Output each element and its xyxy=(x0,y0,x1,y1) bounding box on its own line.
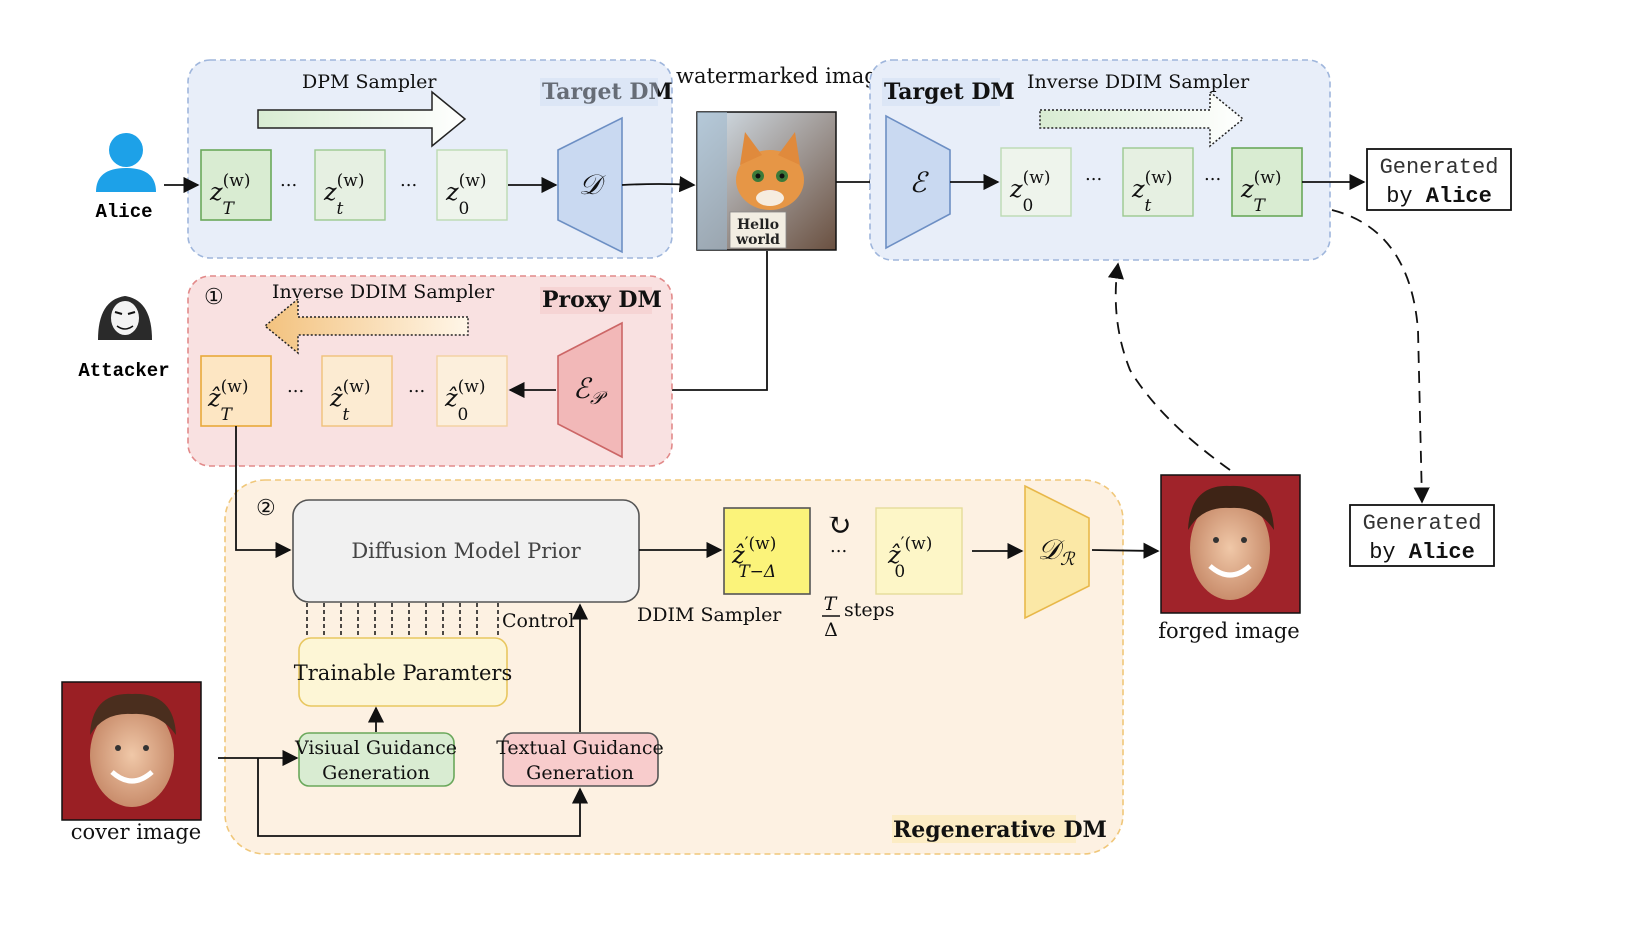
attacker-label: Attacker xyxy=(78,360,169,382)
regen-dm-title: Regenerative DM xyxy=(893,817,1107,843)
diffusion-prior-box xyxy=(292,499,640,603)
generated-box-1 xyxy=(1366,148,1512,211)
regen-dm-title-bg xyxy=(892,815,1076,843)
dpm-sampler-arrow xyxy=(257,90,467,148)
cover-caption: cover image xyxy=(71,820,201,844)
decoder-to-forged-arrow xyxy=(1091,542,1160,559)
generated-box-1-line1: Generated xyxy=(1380,155,1499,180)
target-dm-title-2-bg xyxy=(882,78,1000,106)
node-zprime-T-delta xyxy=(723,507,811,595)
target-dm-title-1-bg xyxy=(540,78,658,106)
proxy-zT-to-prior-line xyxy=(235,426,292,559)
cover-image xyxy=(61,681,202,821)
proxy-dots-b: ... xyxy=(408,376,425,397)
decoder-to-watermarked-arrow xyxy=(621,176,696,193)
trainable-params-label: Trainable Paramters xyxy=(294,661,512,685)
alice-label: Alice xyxy=(95,201,152,223)
dashed-forged-to-target xyxy=(1107,262,1231,471)
refresh-icon: ↻ xyxy=(826,508,851,543)
steps-word: steps xyxy=(844,599,895,621)
proxy-node-z0 xyxy=(436,355,508,427)
inverse-ddim-arrow-2 xyxy=(1039,90,1245,148)
decoder-d xyxy=(557,116,623,254)
diffusion-prior-label: Diffusion Model Prior xyxy=(351,539,581,563)
generated-box-2-line2: by Alice xyxy=(1369,540,1475,565)
node2-zT-w xyxy=(1231,147,1303,217)
textual-guidance-line1: Textual Guidance xyxy=(496,737,664,759)
proxy-dm-title: Proxy DM xyxy=(542,287,662,313)
proxy-encoder xyxy=(557,321,623,459)
node-z0-w xyxy=(436,149,508,221)
ddim-sampler-label: DDIM Sampler xyxy=(637,604,782,626)
node-zT-w xyxy=(200,149,272,221)
control-label: Control xyxy=(502,610,574,632)
dots-1b: ... xyxy=(400,170,417,191)
proxy-node-zt xyxy=(321,355,393,427)
visual-guidance-box xyxy=(298,732,455,787)
dashed-to-generated-2 xyxy=(1331,209,1430,504)
trainable-params-box xyxy=(298,637,508,707)
steps-num: T xyxy=(824,593,838,615)
proxy-dots-a: ... xyxy=(287,376,304,397)
textual-guidance-box xyxy=(502,732,659,787)
control-dashes xyxy=(306,603,499,638)
node-zt-w xyxy=(314,149,386,221)
forged-image xyxy=(1160,474,1301,614)
node-zprime-0 xyxy=(875,507,963,595)
proxy-node-zT xyxy=(200,355,272,427)
dots-2b: ... xyxy=(1204,164,1221,185)
proxy-inverse-ddim-arrow xyxy=(263,297,469,355)
proxy-dm-title-bg xyxy=(540,287,652,314)
dots-2a: ... xyxy=(1085,164,1102,185)
encoder-e-label: ℰ xyxy=(910,166,930,199)
node2-z0-w xyxy=(1000,147,1072,217)
dpm-sampler-label: DPM Sampler xyxy=(302,71,437,93)
node2-zt-w xyxy=(1122,147,1194,217)
watermarked-image: Hello world xyxy=(696,111,837,251)
inverse-ddim-label-2: Inverse DDIM Sampler xyxy=(1027,71,1250,93)
target-dm-title-1: Target DM xyxy=(542,79,673,105)
dots-1a: ... xyxy=(280,170,297,191)
regen-step-marker: ② xyxy=(256,496,276,521)
forged-caption: forged image xyxy=(1158,619,1299,643)
steps-den: Δ xyxy=(824,619,838,641)
alice-icon xyxy=(96,133,156,192)
generated-box-2-line1: Generated xyxy=(1363,511,1482,536)
textual-guidance-line2: Generation xyxy=(526,762,634,784)
visual-guidance-line1: Visiual Guidance xyxy=(294,737,457,759)
regen-decoder xyxy=(1024,484,1090,620)
proxy-inverse-ddim-label: Inverse DDIM Sampler xyxy=(272,281,495,303)
target-dm-title-2: Target DM xyxy=(884,79,1015,105)
node-zprime-0-label: ẑ′(w)0 xyxy=(887,534,932,582)
visual-guidance-line2: Generation xyxy=(322,762,430,784)
generated-box-1-line2: by Alice xyxy=(1386,184,1492,209)
proxy-step-marker: ① xyxy=(204,285,224,310)
encoder-e xyxy=(885,114,951,250)
generated-box-2 xyxy=(1349,504,1495,567)
attacker-icon xyxy=(98,296,152,340)
watermarked-caption: watermarked image xyxy=(676,64,890,88)
regen-dots: ... xyxy=(830,536,847,557)
sign-text-2: world xyxy=(735,232,780,248)
cover-to-textual-line xyxy=(257,758,589,837)
sign-text-1: Hello xyxy=(737,217,779,233)
